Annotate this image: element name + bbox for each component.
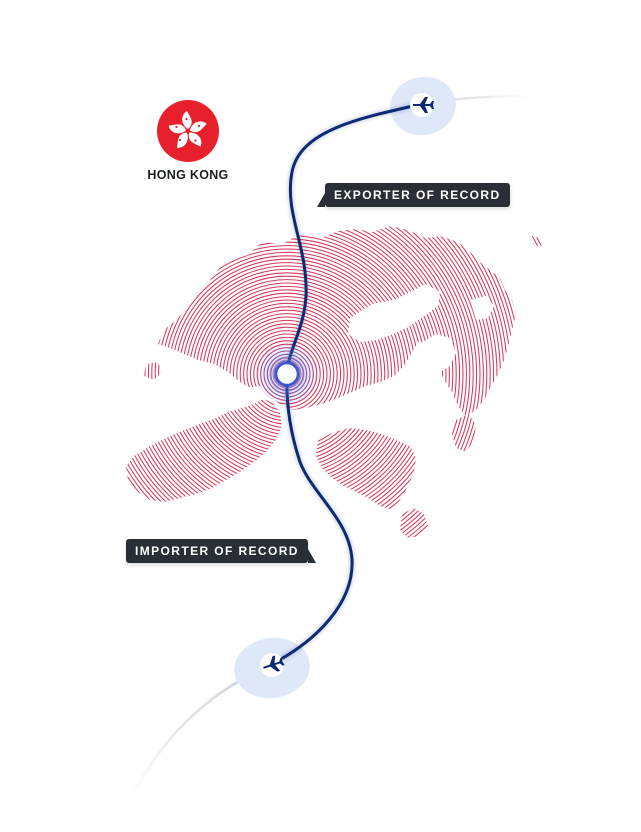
- hong-kong-flag-badge: [157, 100, 219, 162]
- region-name: HONG KONG: [147, 168, 229, 182]
- exporter-of-record-label: EXPORTER OF RECORD: [317, 183, 510, 207]
- bauhinia-flower-icon: [167, 111, 209, 151]
- airplane-icon: [263, 655, 285, 672]
- eastern-islets: [452, 414, 476, 452]
- hong-kong-island: [316, 428, 416, 510]
- hub-pulse-rings: [257, 344, 317, 404]
- water-bays: [202, 284, 494, 414]
- new-territories-land: [158, 226, 516, 416]
- hong-kong-land: [126, 226, 542, 538]
- lantau-island: [126, 398, 282, 502]
- importer-of-record-label: IMPORTER OF RECORD: [126, 539, 316, 563]
- western-islet: [144, 362, 162, 380]
- airplane-icon: [413, 97, 434, 113]
- hub-node: [274, 361, 300, 387]
- southern-islands: [400, 508, 428, 538]
- north-islet: [532, 236, 542, 246]
